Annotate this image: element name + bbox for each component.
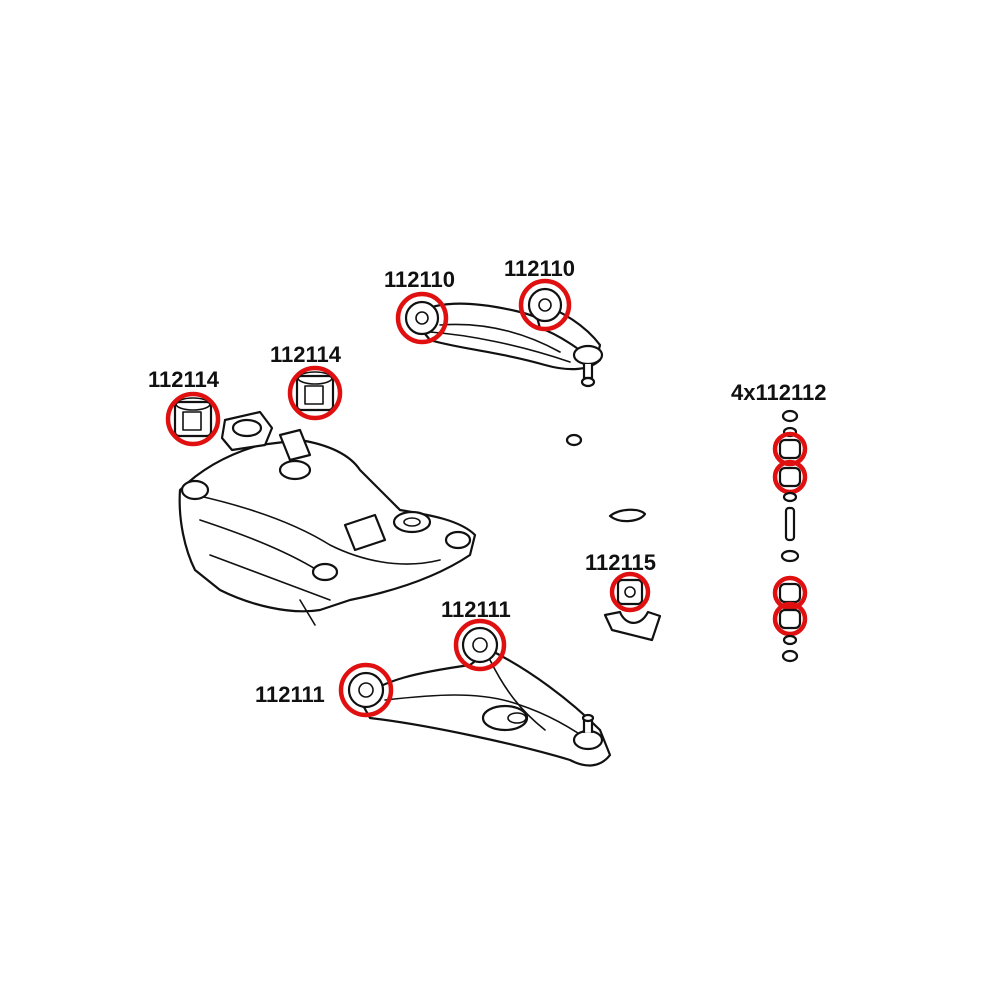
label-lower-arm-front: 112111 <box>441 597 511 622</box>
highlight-ring <box>609 571 651 613</box>
label-lower-arm-rear: 112111 <box>255 682 325 707</box>
subframe <box>178 410 477 626</box>
upper-control-arm <box>410 298 604 388</box>
label-subframe-right: 112114 <box>270 342 342 367</box>
label-sway-bar: 112115 <box>585 550 656 575</box>
subframe-bushing-left <box>165 391 221 447</box>
highlight-ring <box>395 291 449 345</box>
sway-bar-bushing <box>603 571 662 642</box>
sway-bar <box>522 433 800 566</box>
highlight-ring <box>453 618 507 672</box>
label-subframe-left: 112114 <box>148 367 220 392</box>
upper-arm-rear-bushing <box>395 291 449 345</box>
highlight-ring <box>772 601 808 637</box>
subframe-bushing-right <box>287 365 343 421</box>
upper-arm-front-bushing <box>518 278 572 332</box>
lower-control-arm <box>358 648 612 767</box>
highlight-ring <box>287 365 343 421</box>
label-end-link: 4x112112 <box>731 380 826 405</box>
highlight-ring <box>165 391 221 447</box>
label-upper-arm-left: 112110 <box>384 267 455 292</box>
highlight-ring <box>518 278 572 332</box>
lower-arm-front-bushing <box>453 618 507 672</box>
highlight-ring <box>772 575 808 611</box>
end-link-stack <box>772 409 808 663</box>
lower-arm-rear-bushing <box>338 662 394 718</box>
highlight-ring <box>338 662 394 718</box>
label-upper-arm-right: 112110 <box>504 256 575 281</box>
